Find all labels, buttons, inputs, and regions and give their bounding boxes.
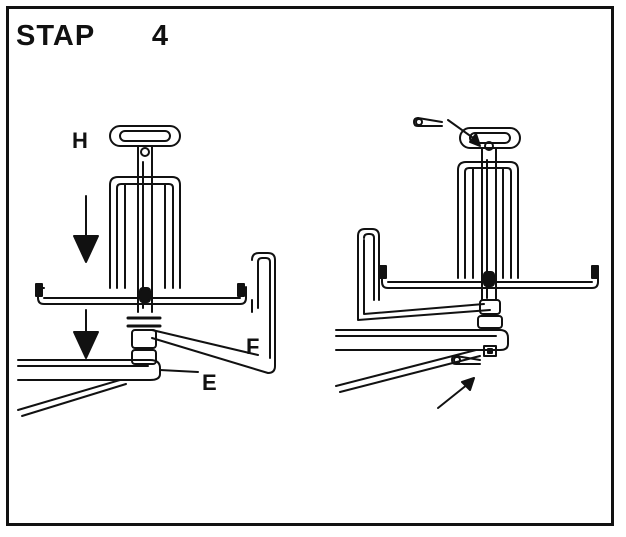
label-e: E bbox=[202, 370, 217, 395]
collar-right bbox=[477, 299, 503, 329]
label-h: H bbox=[72, 128, 88, 153]
pointer-arrow-icon bbox=[447, 119, 481, 147]
upper-frame-bracket-right bbox=[457, 161, 519, 279]
pin-shaft bbox=[137, 159, 153, 313]
step-title: STAP 4 bbox=[16, 20, 169, 52]
right-assembly bbox=[335, 117, 599, 409]
down-arrow-icon bbox=[73, 195, 99, 263]
cross-bar-right bbox=[379, 265, 599, 289]
upper-frame-bracket bbox=[109, 176, 181, 289]
pointer-arrow-icon bbox=[437, 377, 475, 409]
t-handle-right bbox=[459, 127, 521, 159]
arm-f bbox=[151, 252, 276, 374]
collar-e bbox=[126, 316, 162, 365]
down-arrow-icon bbox=[73, 309, 99, 359]
hitch-plate-right bbox=[335, 329, 509, 357]
cotter-pin-icon bbox=[451, 355, 481, 365]
cotter-pin-icon bbox=[413, 117, 443, 127]
drawbar-left bbox=[17, 379, 127, 417]
t-handle-h bbox=[109, 125, 181, 161]
cross-bar bbox=[35, 283, 247, 305]
diagram-frame bbox=[6, 6, 614, 526]
label-f: F bbox=[246, 334, 259, 359]
arm-right bbox=[357, 228, 491, 321]
pin-shaft-right bbox=[481, 157, 497, 301]
left-assembly bbox=[17, 125, 276, 417]
